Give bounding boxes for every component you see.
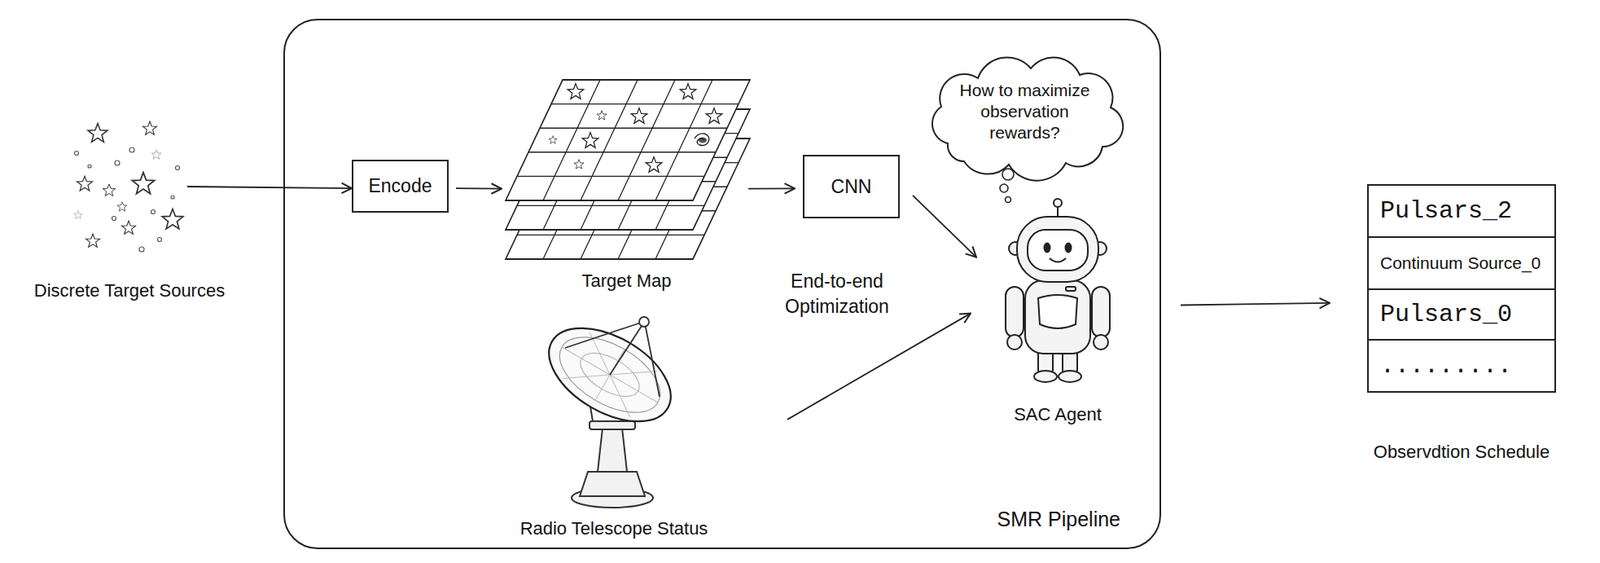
table-cell: Continuum Source_0 — [1380, 253, 1541, 273]
thought-cloud-node: How to maximize observation rewards? — [915, 57, 1135, 165]
sac-agent: SAC Agent — [981, 197, 1135, 385]
arrow-connector — [748, 187, 795, 189]
galaxy-icon — [694, 133, 710, 146]
arrow-connector — [187, 186, 352, 189]
node-label: Target Map — [581, 270, 671, 292]
target-map-grid — [501, 78, 752, 263]
thought-text: How to maximize observation rewards? — [943, 79, 1107, 144]
schedule-table: Observdtion SchedulePulsars_2Continuum S… — [1367, 184, 1557, 393]
schedule-row: Pulsars_0 — [1368, 289, 1555, 341]
source-cluster: Discrete Target Sources — [71, 117, 188, 256]
arrow-connector — [787, 313, 971, 420]
pipeline-container: SMR PipelineEncode Target MapCNN How to … — [283, 18, 1162, 549]
process-box: Encode — [351, 159, 449, 213]
table-cell: Pulsars_0 — [1380, 300, 1513, 329]
arrow-connector — [912, 195, 977, 258]
table-caption: Observdtion Schedule — [1373, 441, 1550, 463]
star-cluster-illustration — [71, 117, 188, 256]
box-label: Encode — [368, 175, 432, 198]
arrow-connector — [455, 187, 502, 189]
box-label: CNN — [831, 175, 873, 198]
thought-bubbles — [999, 168, 1014, 203]
table-cell: Pulsars_2 — [1380, 197, 1513, 225]
schedule-row: Continuum Source_0 — [1368, 237, 1555, 290]
schedule-row: ......... — [1368, 340, 1555, 391]
table-cell: ......... — [1380, 351, 1513, 380]
node-label: Discrete Target Sources — [34, 280, 225, 302]
annotation-label: End-to-end Optimization — [767, 268, 907, 320]
radio-telescope-illustration — [532, 297, 696, 512]
node-label: SAC Agent — [1013, 403, 1102, 426]
schedule-row: Pulsars_2 — [1368, 185, 1555, 238]
radio-telescope: Radio Telescope Status — [532, 297, 696, 512]
process-box: CNN — [802, 154, 900, 219]
container-label: SMR Pipeline — [997, 507, 1121, 531]
target-map: Target Map — [501, 78, 752, 263]
node-label: Radio Telescope Status — [520, 517, 709, 540]
arrow-connector — [1180, 302, 1330, 306]
robot-agent-illustration — [981, 197, 1135, 385]
